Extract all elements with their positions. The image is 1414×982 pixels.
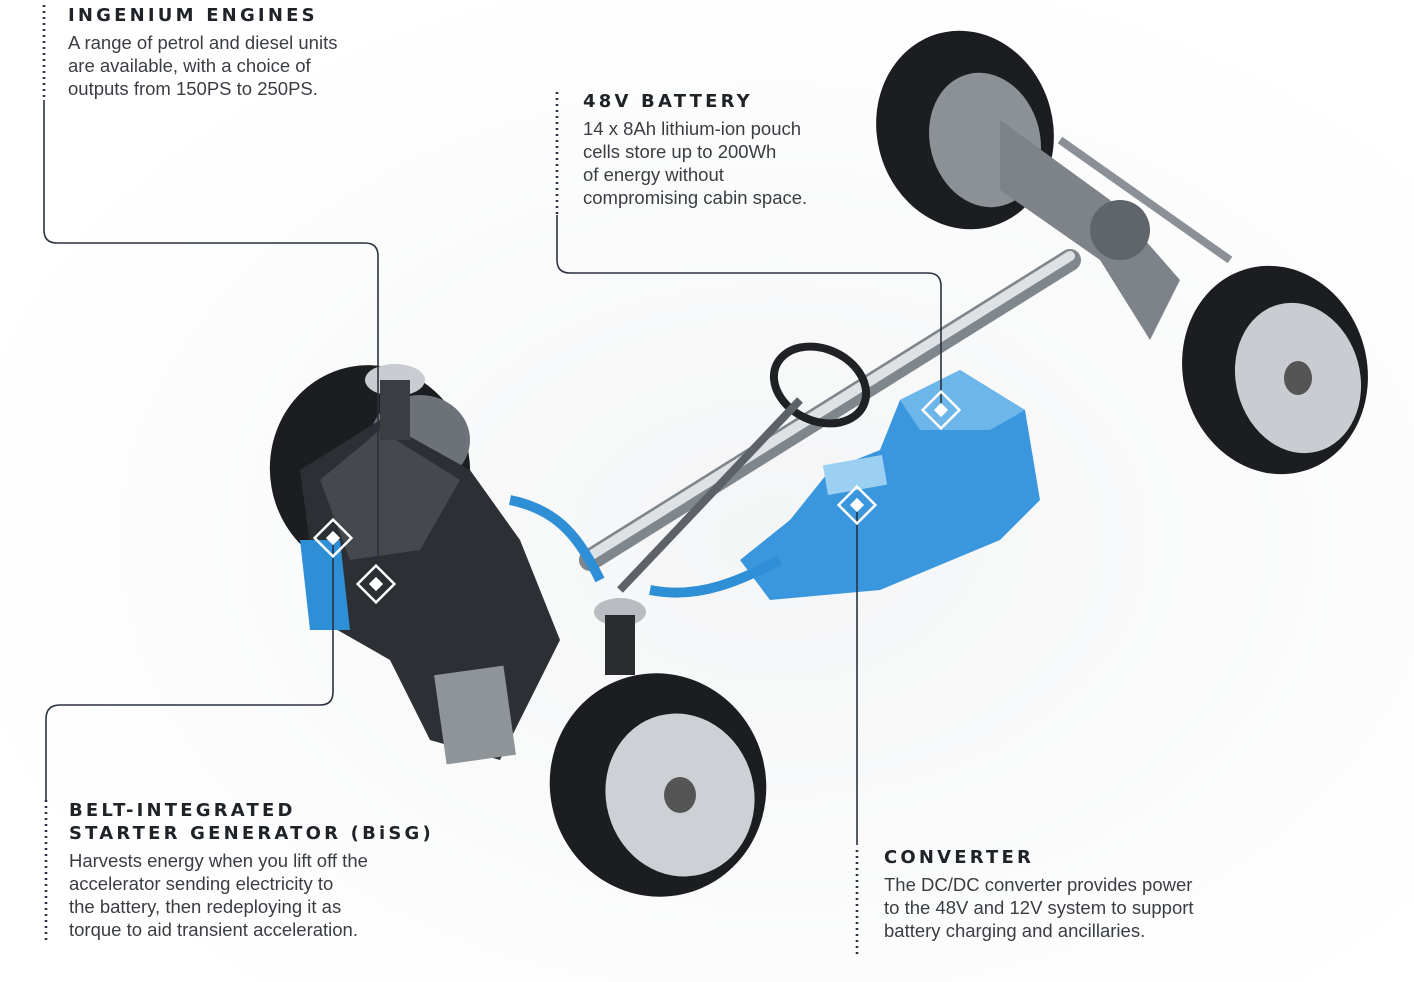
callout-bisg: BELT-INTEGRATED STARTER GENERATOR (BiSG)…	[69, 799, 434, 941]
battery-pack	[508, 370, 1040, 600]
text-line: battery charging and ancillaries.	[884, 920, 1146, 941]
callout-ingenium-engines: INGENIUM ENGINES A range of petrol and d…	[68, 4, 337, 100]
callout-title: BELT-INTEGRATED STARTER GENERATOR (BiSG)	[69, 799, 434, 845]
title-line: STARTER GENERATOR (BiSG)	[69, 823, 434, 844]
leader-lines	[42, 5, 942, 955]
title-line: BELT-INTEGRATED	[69, 800, 296, 821]
callout-markers	[312, 389, 962, 605]
drive-shaft	[579, 136, 1233, 571]
text-line: cells store up to 200Wh	[583, 141, 777, 162]
rear-right-wheel	[1182, 265, 1368, 475]
text-line: torque to aid transient acceleration.	[69, 919, 358, 940]
text-line: The DC/DC converter provides power	[884, 874, 1193, 895]
callout-48v-battery: 48V BATTERY 14 x 8Ah lithium-ion pouch c…	[583, 90, 807, 209]
text-line: are available, with a choice of	[68, 55, 311, 76]
text-line: A range of petrol and diesel units	[68, 32, 338, 53]
engine	[300, 364, 560, 765]
front-suspension	[594, 598, 646, 675]
text-line: accelerator sending electricity to	[69, 873, 334, 894]
text-line: Harvests energy when you lift off the	[69, 850, 368, 871]
callout-title: 48V BATTERY	[583, 91, 753, 112]
callout-title: CONVERTER	[884, 847, 1035, 868]
callout-text: The DC/DC converter provides power to th…	[884, 873, 1194, 942]
front-right-wheel	[549, 673, 767, 897]
callout-text: A range of petrol and diesel units are a…	[68, 31, 337, 100]
text-line: outputs from 150PS to 250PS.	[68, 78, 318, 99]
text-line: to the 48V and 12V system to support	[884, 897, 1194, 918]
callout-text: Harvests energy when you lift off the ac…	[69, 849, 434, 941]
text-line: the battery, then redeploying it as	[69, 896, 342, 917]
steering-wheel	[617, 342, 871, 593]
text-line: of energy without	[583, 164, 724, 185]
rear-suspension	[1000, 120, 1180, 340]
text-line: 14 x 8Ah lithium-ion pouch	[583, 118, 802, 139]
callout-converter: CONVERTER The DC/DC converter provides p…	[884, 846, 1194, 942]
text-line: compromising cabin space.	[583, 187, 808, 208]
callout-text: 14 x 8Ah lithium-ion pouch cells store u…	[583, 117, 807, 209]
callout-title: INGENIUM ENGINES	[68, 5, 318, 26]
